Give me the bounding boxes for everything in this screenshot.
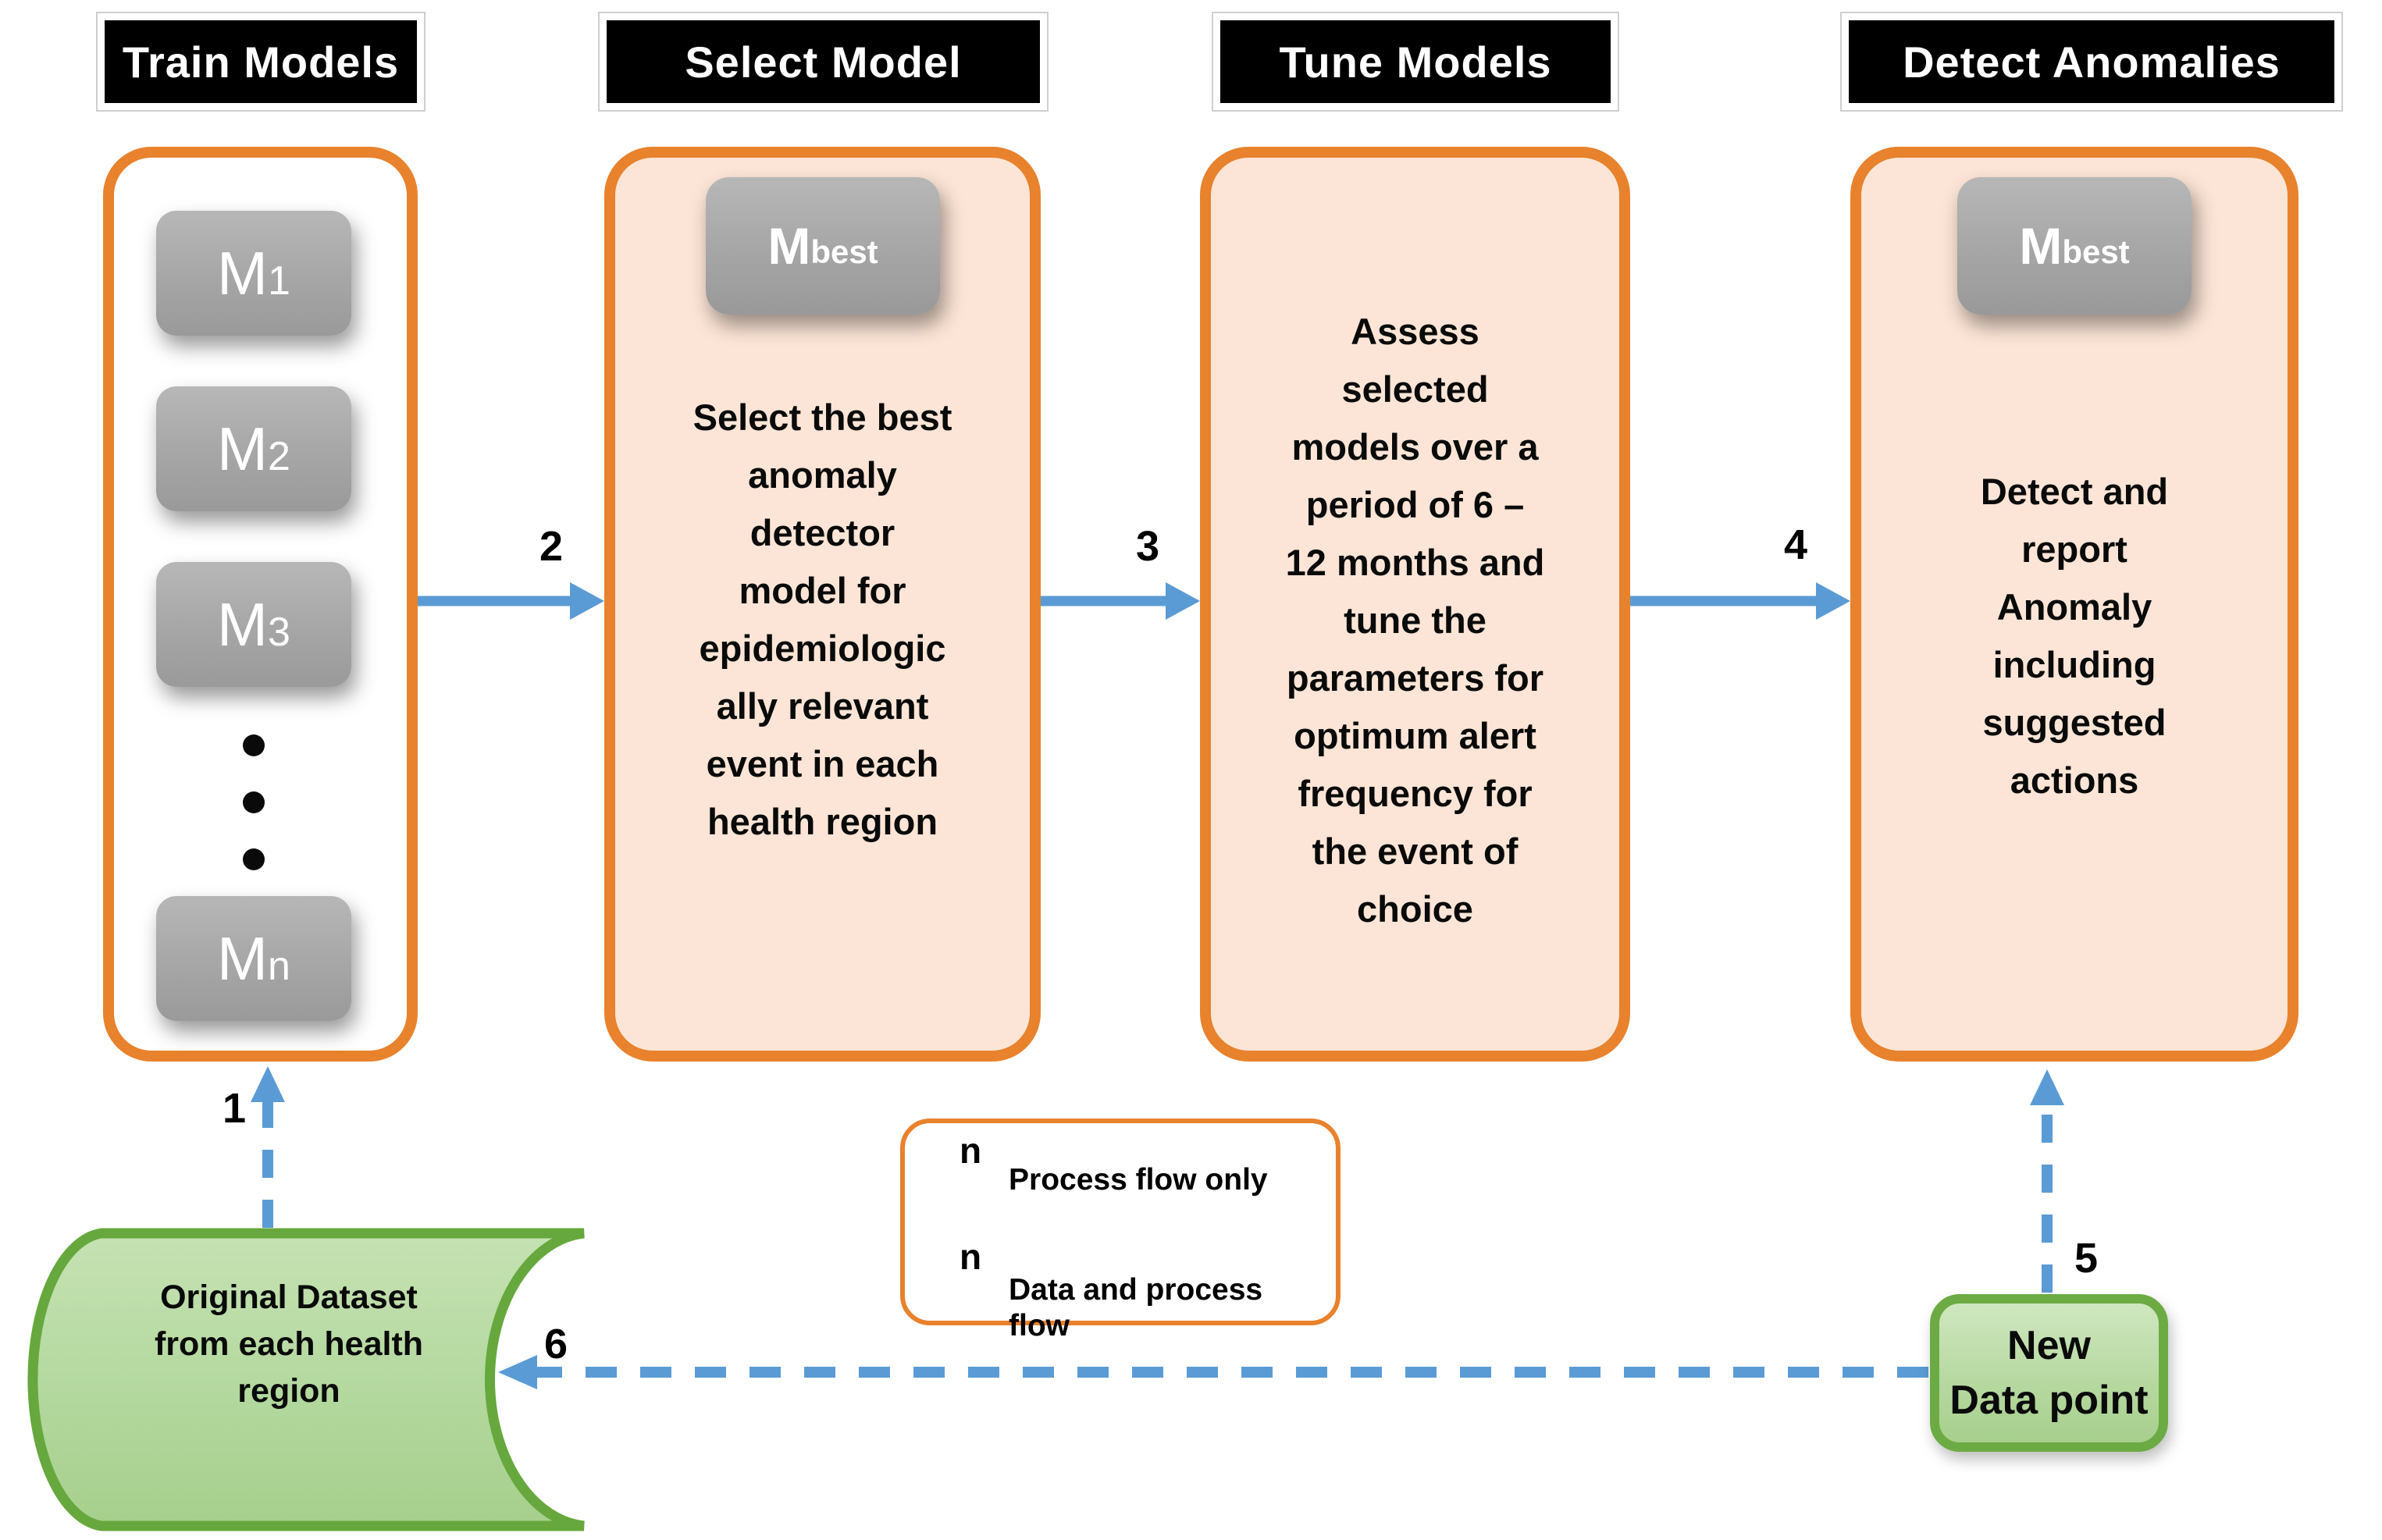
arrow-dataset-to-train — [251, 1066, 285, 1228]
header-train-models: Train Models — [105, 20, 417, 103]
header-detect-anomalies: Detect Anomalies — [1849, 20, 2334, 103]
header-select-model: Select Model — [607, 20, 1040, 103]
legend-dashed-label: Data and process flow — [1009, 1273, 1263, 1343]
model-m2-label: M — [217, 414, 269, 483]
step-label-3: 3 — [1135, 523, 1160, 570]
tune-models-panel — [1200, 147, 1630, 1062]
header-detect-anomalies-label: Detect Anomalies — [1903, 37, 2281, 87]
step-label-5: 5 — [2074, 1235, 2099, 1282]
model-m3-label: M — [217, 589, 269, 659]
new-data-point-box: New Data point — [1930, 1294, 2168, 1452]
legend-solid-label: Process flow only — [1009, 1163, 1268, 1197]
mbest-label: M — [2019, 217, 2063, 275]
model-mn-label: M — [217, 923, 269, 993]
detect-anomalies-body-text: Detect and report Anomaly including sugg… — [1980, 471, 2169, 801]
arrow-select-to-tune — [1041, 582, 1200, 620]
header-select-model-label: Select Model — [685, 37, 962, 87]
vertical-dots-icon — [243, 791, 265, 813]
legend-dashed-n-label: n — [959, 1236, 982, 1277]
step-label-4: 4 — [1783, 521, 1808, 568]
dataset-cylinder-shape — [27, 1228, 585, 1531]
step-label-2: 2 — [539, 523, 564, 570]
dataset-label: Original Dataset from each health region — [154, 1279, 424, 1410]
tune-models-body-text: Assess selected models over a period of … — [1285, 311, 1545, 930]
vertical-dots-icon — [243, 734, 265, 756]
new-data-point-label: New Data point — [1949, 1323, 2149, 1423]
arrow-newdata-to-detect — [2030, 1069, 2064, 1293]
arrow-newdata-to-dataset — [498, 1355, 1928, 1389]
model-m1-label: M — [217, 238, 269, 308]
arrow-tune-to-detect — [1630, 582, 1850, 620]
header-train-models-label: Train Models — [122, 37, 400, 87]
header-tune-models-label: Tune Models — [1279, 37, 1552, 87]
select-model-body-text: Select the best anomaly detector model f… — [693, 397, 952, 842]
header-tune-models: Tune Models — [1220, 20, 1611, 103]
legend-box — [900, 1119, 1341, 1325]
step-label-1: 1 — [222, 1085, 247, 1132]
arrow-train-to-select — [418, 582, 604, 620]
step-label-6: 6 — [543, 1321, 568, 1368]
legend-solid-n-label: n — [959, 1130, 982, 1171]
vertical-dots-icon — [243, 848, 265, 870]
mbest-label: M — [767, 217, 811, 275]
